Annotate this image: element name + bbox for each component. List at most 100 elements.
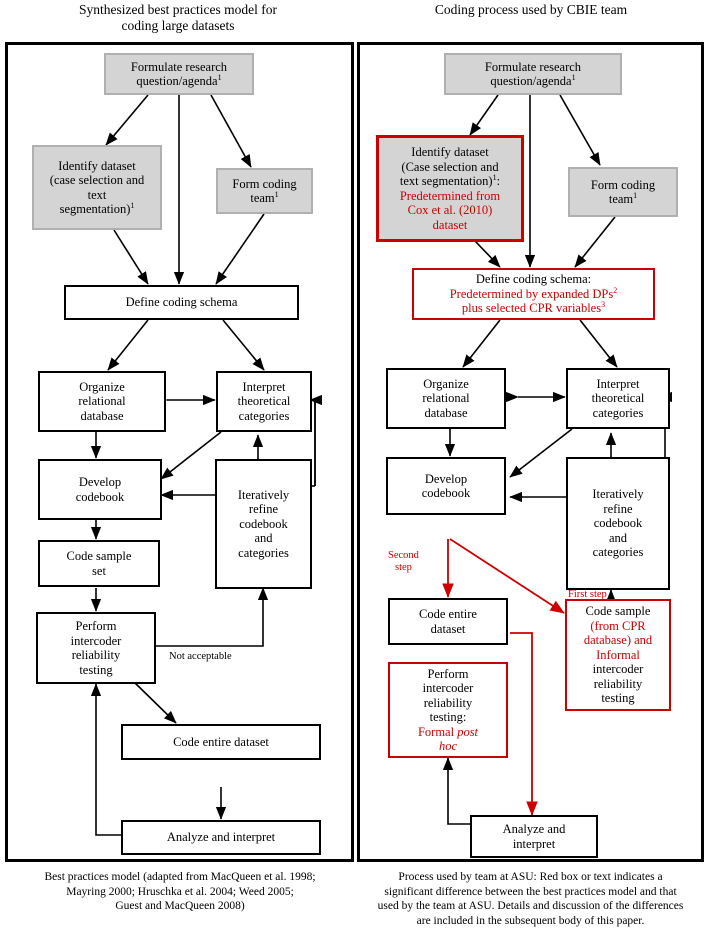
node-text: segmentation) [59,202,131,216]
node-text: codebook [75,489,125,504]
node-form-coding-team[interactable]: Form coding team1 [216,168,313,214]
node-text: set [92,563,106,578]
node-text: team [608,192,634,206]
footnote-marker: 1 [633,190,638,200]
node-define-coding-schema-predetermined[interactable]: Define coding schema: Predetermined by e… [412,268,655,320]
edge-label-not-acceptable: Not acceptable [169,651,232,662]
node-text: database [424,405,468,420]
node-code-sample-informal-reliability[interactable]: Code sample (from CPR database) and Info… [565,599,671,711]
node-text-red: (from CPR [590,618,646,633]
node-text: testing [601,691,635,706]
node-text: categories [592,405,644,420]
node-text-red: Informal [596,647,640,662]
node-text: codebook [593,516,643,531]
node-text: interpret [512,836,556,851]
node-identify-dataset[interactable]: Identify dataset (case selection and tex… [32,145,162,230]
node-organize-relational-database[interactable]: Organize relational database [386,368,506,429]
node-text-red: Formal [417,724,455,739]
node-perform-intercoder-reliability-formal[interactable]: Perform intercoder reliability testing: … [388,662,508,758]
node-text-red: database) and [583,633,653,648]
left-panel-title-line2: coding large datasets [121,18,235,33]
node-text: Perform [427,666,469,681]
node-text: team [250,191,275,205]
caption-line: used by the team at ASU. Details and dis… [377,900,684,912]
node-interpret-theoretical-categories[interactable]: Interpret theoretical categories [216,371,312,432]
node-text: testing [79,662,113,677]
right-panel-title: Coding process used by CBIE team [360,2,702,18]
node-interpret-theoretical-categories[interactable]: Interpret theoretical categories [566,368,670,429]
node-text: categories [238,545,289,560]
node-define-coding-schema[interactable]: Define coding schema [64,285,299,320]
node-text: Code sample [585,604,651,619]
left-panel-caption: Best practices model (adapted from MacQu… [10,870,350,914]
node-text: question/agenda [136,74,218,88]
footnote-marker: 1 [571,72,576,82]
right-panel-title-line1: Coding process used by CBIE team [434,2,628,17]
node-text: reliability [423,695,473,710]
node-text: Form coding [590,177,656,192]
node-text: Perform [75,619,117,633]
node-iteratively-refine-codebook[interactable]: Iteratively refine codebook and categori… [566,457,670,590]
node-text: Code entire dataset [173,734,269,749]
left-flowchart-panel: Formulate research question/agenda1 Iden… [5,42,354,862]
node-code-sample-set[interactable]: Code sample set [38,540,160,587]
node-formulate-research-question[interactable]: Formulate research question/agenda1 [104,53,254,95]
right-panel-caption: Process used by team at ASU: Red box or … [358,870,703,928]
node-perform-intercoder-reliability-testing[interactable]: Perform intercoder reliability testing [36,612,156,684]
node-text: Interpret [242,379,286,394]
node-text: categories [592,545,644,560]
right-flowchart-panel: Formulate research question/agenda1 Iden… [357,42,704,862]
node-text: Iteratively [592,487,644,502]
edge-label-first-step: First step [568,589,607,600]
left-panel-title-line1: Synthesized best practices model for [79,2,277,17]
node-text: Develop [78,475,122,489]
node-develop-codebook[interactable]: Develop codebook [386,457,506,515]
node-text-red: hoc [438,739,458,753]
node-text: intercoder [592,662,644,677]
node-text: Organize [79,379,125,394]
node-text: Identify dataset [58,158,136,173]
footnote-marker: 1 [492,172,497,182]
node-text: question/agenda [490,74,572,88]
node-text: (Case selection and [401,159,499,174]
node-text: theoretical [237,394,291,409]
node-text: text [87,187,107,202]
node-text: Iteratively [237,487,290,502]
node-text-red: Cox et al. (2010) [407,203,493,217]
footnote-marker: 1 [217,72,222,82]
caption-line: Guest and MacQueen 2008) [115,900,245,912]
caption-line: Process used by team at ASU: Red box or … [398,871,663,883]
node-text: (case selection and [49,173,145,187]
node-code-entire-dataset[interactable]: Code entire dataset [388,598,508,645]
caption-line: Mayring 2000; Hruschka et al. 2004; Weed… [66,885,294,898]
node-text: categories [238,408,290,423]
node-text: relational [78,394,126,409]
node-text: text segmentation) [399,174,493,188]
node-text: Define coding schema: [475,272,592,287]
node-text: Analyze and interpret [166,830,276,845]
node-identify-dataset-predetermined[interactable]: Identify dataset (Case selection and tex… [376,135,524,242]
node-text: testing: [429,710,467,724]
node-text: Interpret [596,376,640,391]
node-text: Develop [424,471,468,486]
node-text: codebook [239,516,288,531]
node-analyze-and-interpret[interactable]: Analyze and interpret [121,820,321,855]
node-iteratively-refine-codebook[interactable]: Iteratively refine codebook and categori… [215,459,312,589]
node-code-entire-dataset[interactable]: Code entire dataset [121,724,321,760]
caption-line: significant difference between the best … [384,885,677,898]
edge-label-second-step: Second step [388,550,419,573]
node-formulate-research-question[interactable]: Formulate research question/agenda1 [444,53,622,95]
node-analyze-and-interpret[interactable]: Analyze and interpret [470,815,598,858]
left-panel-title: Synthesized best practices model for cod… [8,2,348,34]
node-text: reliability [71,648,121,662]
node-text-red: Predetermined by expanded DPs [449,286,614,301]
node-text: database [80,408,124,423]
footnote-marker: 3 [601,300,606,310]
node-develop-codebook[interactable]: Develop codebook [38,459,162,520]
node-text: Form coding [232,176,297,191]
node-text: and [254,531,273,546]
footnote-marker: 2 [613,285,618,295]
caption-line: Best practices model (adapted from MacQu… [44,871,316,883]
node-organize-relational-database[interactable]: Organize relational database [38,371,166,432]
node-form-coding-team[interactable]: Form coding team1 [568,167,678,217]
